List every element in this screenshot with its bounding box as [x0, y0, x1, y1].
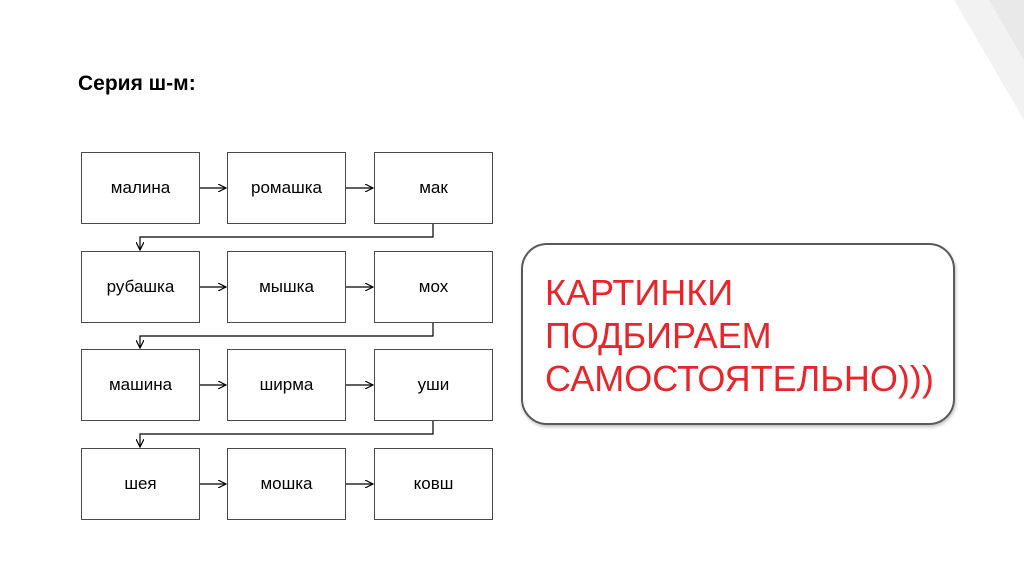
note-line: ПОДБИРАЕМ: [545, 315, 772, 356]
arrow-elbow: [140, 421, 434, 447]
word-node: ромашка: [227, 152, 346, 224]
word-node: уши: [374, 349, 493, 421]
arrow-elbow: [140, 323, 434, 348]
word-node: мошка: [227, 448, 346, 520]
note-callout: КАРТИНКИ ПОДБИРАЕМ САМОСТОЯТЕЛЬНО))): [521, 243, 955, 425]
word-node: машина: [81, 349, 200, 421]
word-node: шея: [81, 448, 200, 520]
word-node: рубашка: [81, 251, 200, 323]
word-node: малина: [81, 152, 200, 224]
word-node: ширма: [227, 349, 346, 421]
word-node: мох: [374, 251, 493, 323]
note-line: КАРТИНКИ: [545, 272, 734, 313]
note-line: САМОСТОЯТЕЛЬНО))): [545, 358, 934, 399]
arrow-elbow: [140, 224, 434, 250]
word-node: ковш: [374, 448, 493, 520]
slide-title: Серия ш-м:: [78, 72, 196, 95]
word-node: мак: [374, 152, 493, 224]
word-node: мышка: [227, 251, 346, 323]
